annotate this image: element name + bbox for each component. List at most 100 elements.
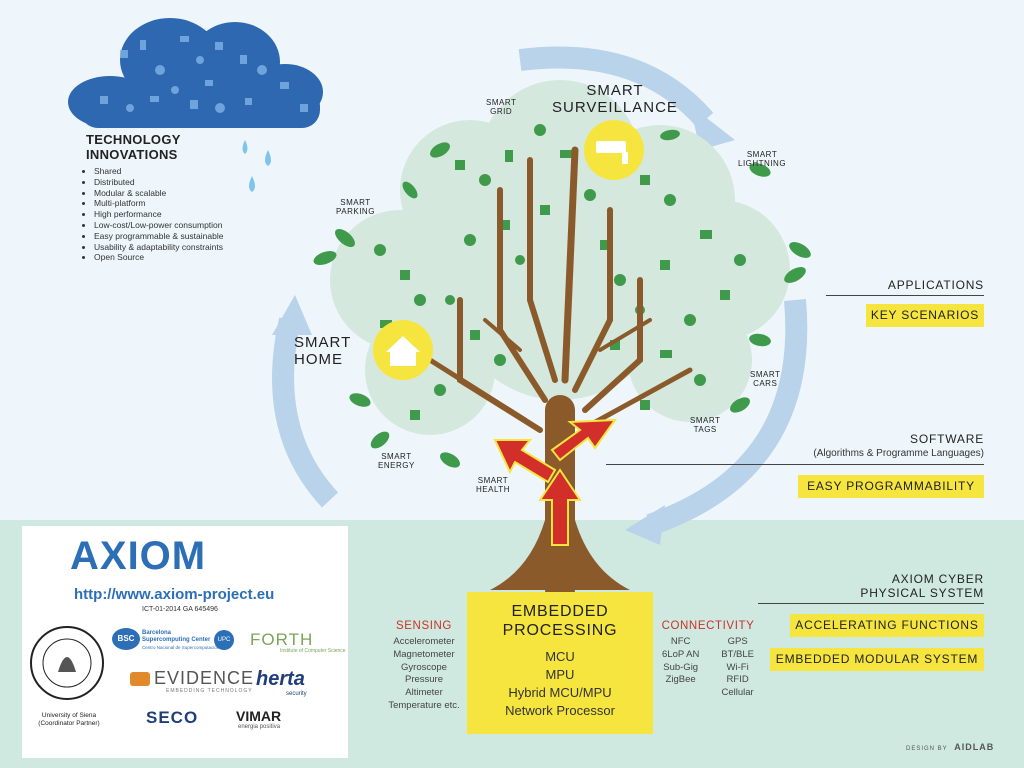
list-item: Accelerometer: [393, 636, 455, 647]
list-item: Magnetometer: [393, 648, 455, 660]
divider: [758, 603, 984, 604]
title-line-2: INNOVATIONS: [86, 147, 178, 162]
title-line: EMBEDDED: [511, 603, 609, 620]
forth-subtext: Institute of Computer Science: [280, 648, 346, 654]
caption-line: (Coordinator Partner): [38, 720, 100, 727]
project-url[interactable]: http://www.axiom-project.eu: [74, 586, 275, 603]
technology-innovations-list: Shared Distributed Modular & scalable Mu…: [84, 166, 223, 263]
evidence-subtext: EMBEDDING TECHNOLOGY: [166, 688, 253, 694]
accelerating-functions-box: ACCELERATING FUNCTIONS: [790, 614, 984, 637]
siena-caption: University of Siena (Coordinator Partner…: [28, 712, 110, 728]
software-heading: SOFTWARE: [910, 432, 984, 446]
label-line: GRID: [490, 107, 513, 116]
label-line: HOME: [294, 351, 343, 368]
list-item: Multi-platform: [94, 198, 223, 209]
list-item: Usability & adaptability constraints: [94, 242, 223, 253]
label-line: ENERGY: [378, 461, 415, 470]
list-item: Distributed: [94, 177, 223, 188]
canopy-icons: [374, 124, 746, 420]
label-line: SMART: [690, 416, 721, 425]
label-line: SMART: [486, 98, 517, 107]
label-line: HEALTH: [476, 485, 510, 494]
list-item: Modular & scalable: [94, 188, 223, 199]
divider: [826, 295, 984, 296]
title-line: PROCESSING: [502, 622, 618, 639]
embedded-processing-box: EMBEDDED PROCESSING MCU MPU Hybrid MCU/M…: [467, 592, 653, 734]
herta-logo: herta: [256, 668, 305, 690]
label-line: PARKING: [336, 207, 375, 216]
list-item: 6LoP AN: [662, 648, 700, 660]
rain-drops-icon: [242, 140, 271, 192]
list-item: ZigBee: [665, 674, 696, 686]
applications-heading: APPLICATIONS: [887, 278, 984, 292]
upc-logo: UPC: [214, 630, 234, 650]
label-line: SMART: [381, 452, 412, 461]
label-line: SMART: [477, 476, 509, 485]
bsc-logo: BSC: [112, 628, 140, 650]
axiom-cps-heading: AXIOM CYBER PHYSICAL SYSTEM: [860, 572, 984, 600]
cycle-arrow-top: [518, 46, 714, 128]
bsc-text: Barcelona Supercomputing Center: [142, 630, 211, 643]
divider: [606, 464, 984, 465]
list-item: Pressure: [404, 674, 443, 686]
embedded-item: MCU: [545, 649, 575, 664]
evidence-logo: EVIDENCE: [154, 668, 255, 688]
list-item: Wi-Fi: [726, 661, 749, 673]
list-item: NFC: [670, 636, 691, 647]
cycle-arrow-right: [646, 299, 808, 536]
design-credit: DESIGN BY AIDLAB: [906, 742, 994, 752]
leaves: [313, 129, 811, 468]
list-item: Shared: [94, 166, 223, 177]
list-item: Easy programmable & sustainable: [94, 231, 223, 242]
easy-programmability-box: EASY PROGRAMMABILITY: [798, 475, 984, 498]
title-line-1: TECHNOLOGY: [86, 132, 181, 147]
label-line: CARS: [753, 379, 778, 388]
caption-line: University of Siena: [41, 712, 97, 719]
cycle-arrow-right-head: [625, 505, 665, 545]
heading-line: AXIOM CYBER: [891, 572, 984, 586]
cloud-icon: [68, 18, 323, 128]
cycle-arrow-left: [272, 317, 339, 508]
label-line: SMART: [586, 82, 644, 99]
label-line: TAGS: [693, 425, 717, 434]
embedded-title: EMBEDDED PROCESSING: [467, 602, 653, 640]
embedded-item: Hybrid MCU/MPU: [508, 685, 612, 700]
list-item: Temperature etc.: [388, 699, 460, 711]
seco-logo: SECO: [146, 708, 199, 727]
connectivity-section: CONNECTIVITY NFC 6LoP AN Sub-Gig ZigBee …: [658, 620, 758, 700]
vimar-subtext: energia positiva: [238, 724, 281, 730]
heading-line: PHYSICAL SYSTEM: [860, 586, 984, 600]
axiom-logo: AXIOM: [70, 534, 207, 578]
key-scenarios-box: KEY SCENARIOS: [866, 304, 984, 327]
label-line: LIGHTNING: [738, 159, 787, 168]
herta-subtext: security: [286, 691, 307, 697]
bsc-subtext: Centro Nacional de Supercomputación: [142, 645, 220, 650]
credit-label: DESIGN BY: [906, 746, 948, 752]
technology-innovations-title: TECHNOLOGY INNOVATIONS: [86, 132, 181, 162]
connectivity-title: CONNECTIVITY: [661, 620, 755, 632]
sensing-section: SENSING Accelerometer Magnetometer Gyros…: [384, 620, 464, 713]
embedded-item: Network Processor: [505, 703, 615, 718]
label-line: SURVEILLANCE: [552, 99, 678, 116]
university-of-siena-seal-icon: [30, 626, 104, 700]
vimar-logo: VIMAR: [236, 708, 282, 724]
list-item: High performance: [94, 209, 223, 220]
list-item: Altimeter: [405, 687, 443, 699]
list-item: RFID: [726, 674, 749, 686]
tree-roots: [490, 520, 630, 590]
sensing-title: SENSING: [396, 620, 452, 632]
software-subheading: (Algorithms & Programme Languages): [813, 448, 984, 459]
list-item: GPS: [727, 636, 748, 647]
label-line: SMART: [750, 370, 781, 379]
label-line: SMART: [340, 198, 371, 207]
forth-logo: FORTH: [250, 630, 314, 649]
